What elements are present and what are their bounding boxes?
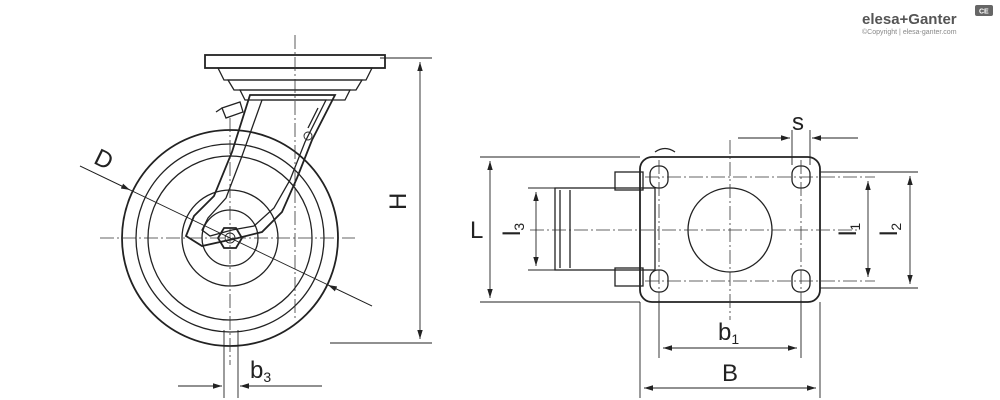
dim-H-label: H: [385, 193, 412, 210]
brand-logo: elesa+Ganter ©Copyright | elesa-ganter.c…: [862, 5, 993, 36]
logo-copyright: ©Copyright | elesa-ganter.com: [862, 28, 957, 36]
side-view: D H b3: [79, 35, 432, 398]
logo-brand-text: elesa+Ganter: [862, 11, 957, 28]
ce-badge-icon: [975, 5, 993, 16]
dim-l1-label: l1: [835, 223, 863, 236]
top-view: s L l3 l1 l2 b1 B: [470, 109, 918, 398]
dim-D-label: D: [90, 144, 117, 176]
dim-l3-label: l3: [499, 223, 527, 236]
dim-B-label: B: [722, 360, 738, 387]
dim-L-label: L: [470, 217, 483, 244]
dim-b1-label: b1: [718, 319, 739, 347]
ce-badge-text: CE: [979, 9, 989, 16]
wheel-top: [554, 187, 656, 271]
dim-b3-label: b3: [250, 357, 271, 385]
dim-s-label: s: [792, 109, 804, 136]
fork: [184, 94, 337, 247]
dim-l2-label: l2: [876, 223, 904, 236]
